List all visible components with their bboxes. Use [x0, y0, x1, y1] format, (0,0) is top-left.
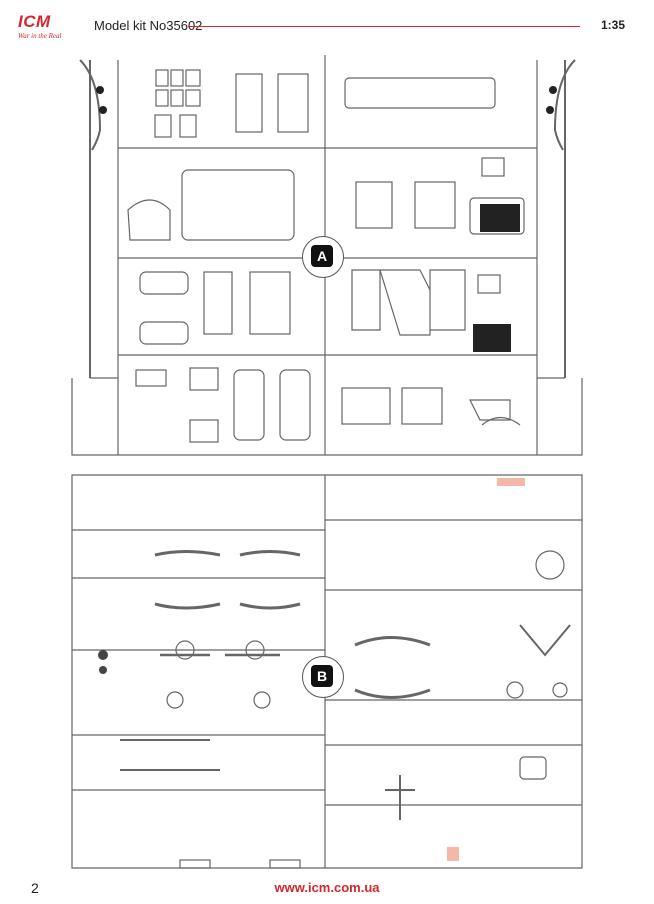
- model-kit-title: Model kit No35602: [94, 18, 203, 33]
- scale-label: 1:35: [601, 18, 626, 32]
- website-link[interactable]: www.icm.com.ua: [274, 880, 380, 895]
- sprue-b-badge: B: [311, 665, 333, 687]
- logo-text: ICM: [18, 12, 51, 31]
- logo-tagline: War in the Real: [18, 32, 62, 40]
- icm-logo: ICM War in the Real: [12, 12, 74, 44]
- page-number: 2: [31, 880, 39, 896]
- sprue-a-badge: A: [311, 245, 333, 267]
- header-divider: [188, 26, 580, 27]
- page-header: ICM War in the Real Model kit No35602 1:…: [0, 0, 654, 50]
